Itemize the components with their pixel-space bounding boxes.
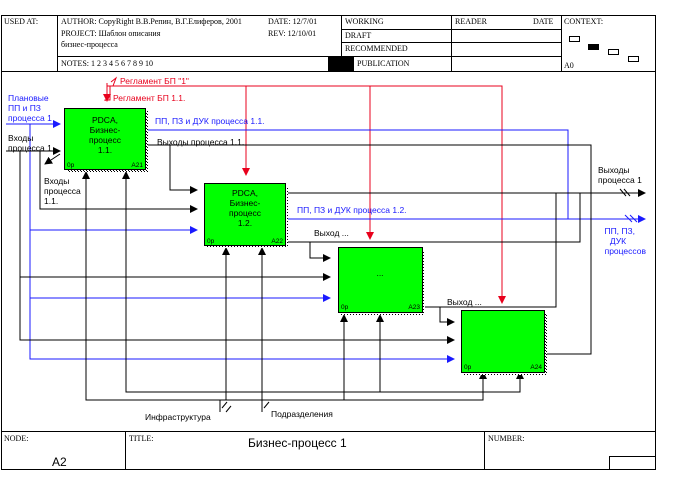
node-value: A2 (52, 455, 67, 469)
title-label: TITLE: (129, 434, 153, 443)
label-outputs-11: Выходы процесса 1.1. (157, 137, 244, 147)
box1-cost: 0р (67, 162, 75, 169)
label-pp-11: ПП, ПЗ и ДУК процесса 1.1. (155, 116, 265, 126)
plan-arrows (6, 120, 646, 363)
status-recommended: RECOMMENDED (345, 44, 408, 53)
box3-number: A23 (408, 304, 420, 311)
box1-label-line4: 1.1. (98, 145, 112, 155)
node-label: NODE: (4, 434, 28, 443)
box3-cost: 0р (341, 304, 349, 311)
label-pp-12: ПП, ПЗ и ДУК процесса 1.2. (297, 205, 407, 215)
input-box2 (39, 151, 198, 213)
label-inputs11-line3: 1.1. (44, 196, 58, 206)
plan-output-box1 (148, 129, 569, 219)
flow-arrows (6, 144, 646, 355)
context-thumbnail (569, 36, 639, 62)
title-value: Бизнес-процесс 1 (248, 436, 347, 450)
used-at-label: USED AT: (4, 17, 38, 26)
number-label: NUMBER: (488, 434, 524, 443)
output-box3-to-main (440, 193, 557, 308)
label-inputs11-line1: Входы (44, 176, 69, 186)
output-box3-to-box4 (422, 306, 455, 326)
date-text: DATE: 12/7/01 (268, 17, 317, 26)
label-reglament-11: Регламент БП 1.1. (113, 93, 185, 103)
project-text: PROJECT: Шаблон описания (61, 29, 161, 38)
label-pp-out-line1: ПП, ПЗ, (604, 226, 635, 236)
box2-number: A22 (271, 238, 283, 245)
notes-text: NOTES: 1 2 3 4 5 6 7 8 9 10 (61, 59, 153, 68)
label-pp-out-line2: ДУК (610, 236, 626, 246)
reader-date-label: DATE (533, 17, 554, 26)
rev-text: REV: 12/10/01 (268, 29, 316, 38)
label-inputs-line2: процесса 1 (8, 143, 52, 153)
control-arrows (103, 83, 506, 304)
mech-infra-box1 (82, 171, 221, 412)
mech-dept-box1 (122, 171, 263, 412)
box1-number: A21 (131, 162, 143, 169)
box2-label-line4: 1.2. (238, 218, 252, 228)
context-node: A0 (564, 61, 574, 70)
label-departments: Подразделения (271, 409, 333, 419)
box4-number: A24 (530, 364, 542, 371)
reader-label: READER (455, 17, 488, 26)
inputs-11-leader (44, 153, 61, 165)
label-planned-line3: процесса 1 (8, 113, 52, 123)
label-outputs1-line1: Выходы (598, 165, 630, 175)
output-box2-to-main (310, 193, 581, 243)
label-infrastructure: Инфраструктура (145, 412, 211, 422)
mech-infra-box4 (220, 371, 487, 401)
box2-label-line1: PDCA, (232, 188, 258, 198)
label-pp-out-line3: процессов (605, 246, 647, 256)
label-reglament-1: Регламент БП "1" (120, 76, 189, 86)
activity-box-4[interactable]: 0р A24 (461, 310, 548, 376)
activity-box-2[interactable]: PDCA, Бизнес- процесс 1.2. 0р A22 (204, 183, 289, 249)
box2-cost: 0р (207, 238, 215, 245)
footer-frame (1, 431, 656, 470)
tunnel-mark-red (110, 76, 118, 87)
mechanism-arrows (82, 171, 524, 413)
output11-to-main (170, 144, 592, 193)
label-output-box3: Выход ... (447, 297, 482, 307)
box4-cost: 0р (464, 364, 472, 371)
output-box2-to-box3 (288, 241, 331, 262)
activity-box-3[interactable]: ... 0р A23 (338, 247, 426, 316)
output11-to-box2 (148, 144, 198, 194)
box2-label-line2: Бизнес- (230, 198, 261, 208)
author-text: AUTHOR: CopyRight В.В.Репин, В.Г.Елиферо… (61, 17, 242, 26)
box1-label-line2: Бизнес- (90, 125, 121, 135)
label-planned-line2: ПП и ПЗ (8, 103, 41, 113)
publication-marker-right (341, 57, 354, 71)
publication-marker (328, 57, 341, 71)
label-inputs11-line2: процесса (44, 186, 81, 196)
tunnel-mark-dept (263, 401, 270, 409)
label-planned-line1: Плановые (8, 93, 49, 103)
label-output-box2: Выход ... (314, 228, 349, 238)
status-working: WORKING (345, 17, 384, 26)
project-line2: бизнес-процесса (61, 40, 118, 49)
label-inputs-line1: Входы (8, 133, 33, 143)
box1-label-line1: PDCA, (92, 115, 118, 125)
tunnel-mark-infra (221, 401, 232, 413)
tunnel-mark-blue (624, 214, 638, 223)
status-publication: PUBLICATION (357, 59, 410, 68)
box3-label-line1: ... (376, 268, 383, 278)
context-label: CONTEXT: (564, 17, 603, 26)
label-outputs1-line2: процесса 1 (598, 175, 642, 185)
mech-dept-box4 (262, 371, 524, 393)
activity-box-1[interactable]: PDCA, Бизнес- процесс 1.1. 0р A21 (64, 108, 149, 173)
tunnel-mark-output (619, 188, 631, 197)
output-box4-to-main (544, 193, 592, 355)
control-reglament-box4 (106, 83, 506, 304)
box2-label-line3: процесс (229, 208, 262, 218)
box1-label-line3: процесс (89, 135, 122, 145)
input-box4 (19, 277, 455, 344)
plan-input-box4 (29, 298, 455, 363)
status-draft: DRAFT (345, 31, 371, 40)
